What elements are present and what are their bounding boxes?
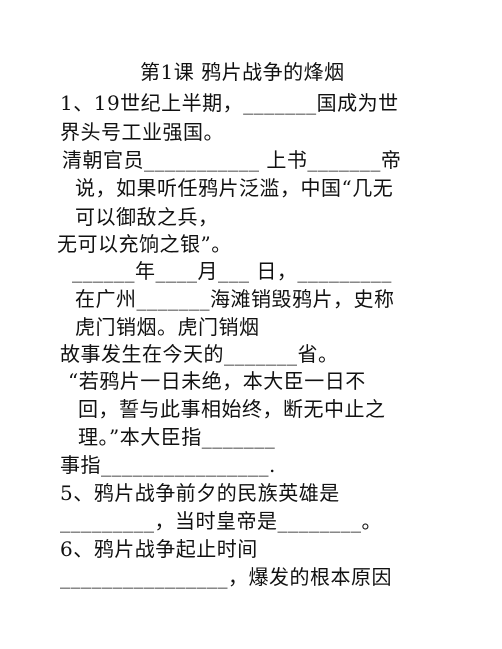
text-line: 在广州_______海滩销毁鸦片，史称 [75, 287, 395, 311]
text-line: 6、鸦片战争起止时间 [60, 537, 258, 561]
text-line: 清朝官员___________ 上书_______帝 [62, 148, 402, 172]
text-line: 1、19世纪上半期，_______国成为世 [60, 91, 399, 115]
text-line: ________________，爆发的根本原因 [60, 565, 392, 589]
text-line: 无可以充饷之银”。 [57, 232, 232, 256]
text-line: 说，如果听任鸦片泛滥，中国“几无 [75, 176, 394, 200]
text-line: 理。”本大臣指_______ [78, 425, 276, 449]
text-line: 界头号工业强国。 [60, 120, 224, 144]
text-line: _________，当时皇帝是________。 [60, 509, 382, 533]
text-line: 回，誓与此事相始终，断无中止之 [78, 397, 386, 421]
text-line: 可以御敌之兵， [75, 205, 219, 229]
text-line: “若鸦片一日未绝，本大臣一日不 [68, 369, 366, 393]
text-line: 事指________________. [60, 453, 276, 477]
text-line: 故事发生在今天的_______省。 [60, 342, 339, 366]
text-line: 虎门销烟。虎门销烟 [75, 315, 260, 339]
text-line: 5、鸦片战争前夕的民族英雄是 [60, 481, 340, 505]
page-title: 第1课 鸦片战争的烽烟 [140, 60, 345, 84]
text-line: ______年____月___ 日，_________ [72, 259, 392, 283]
